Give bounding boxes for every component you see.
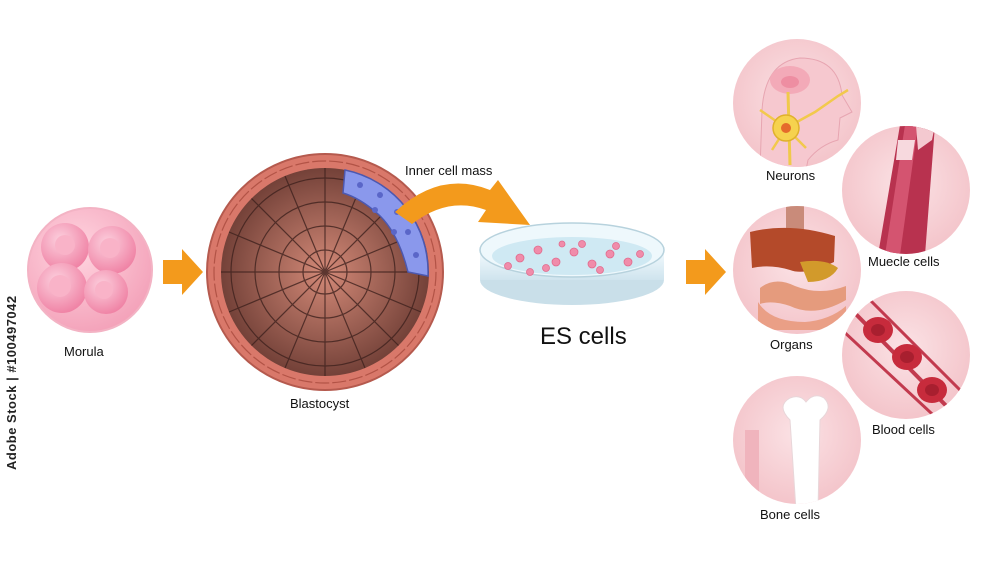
inner-cell-mass-region — [342, 169, 429, 277]
petri-dish-illustration — [479, 222, 665, 305]
arrow-right-2 — [686, 249, 726, 295]
inner-cell-mass-nuclei — [357, 182, 419, 258]
label-muscle-cells: Muecle cells — [868, 254, 940, 269]
watermark-text: Adobe Stock | #100497042 — [4, 295, 19, 470]
morula-illustration — [27, 207, 153, 333]
label-es-cells: ES cells — [540, 323, 627, 350]
blastocyst-cell-mesh — [221, 168, 429, 376]
blood-cells-circle — [842, 291, 970, 419]
curved-arrow-inner-mass-to-dish — [395, 180, 530, 225]
label-bone-cells: Bone cells — [760, 507, 820, 522]
blastocyst-outer-ring — [213, 160, 437, 384]
label-inner-cell-mass: Inner cell mass — [405, 163, 493, 178]
neuron-cell — [759, 88, 849, 151]
label-blastocyst: Blastocyst — [290, 396, 350, 411]
label-organs: Organs — [770, 337, 813, 352]
blastocyst-illustration — [206, 153, 444, 391]
organs-circle — [733, 206, 861, 334]
muscle-cells-circle — [842, 126, 970, 254]
bone-cells-circle — [733, 376, 861, 504]
arrow-right-1 — [163, 249, 203, 295]
es-cell-dots — [504, 240, 644, 276]
label-morula: Morula — [64, 344, 104, 359]
neurons-circle — [733, 39, 861, 167]
label-neurons: Neurons — [766, 168, 816, 183]
label-blood-cells: Blood cells — [872, 422, 935, 437]
